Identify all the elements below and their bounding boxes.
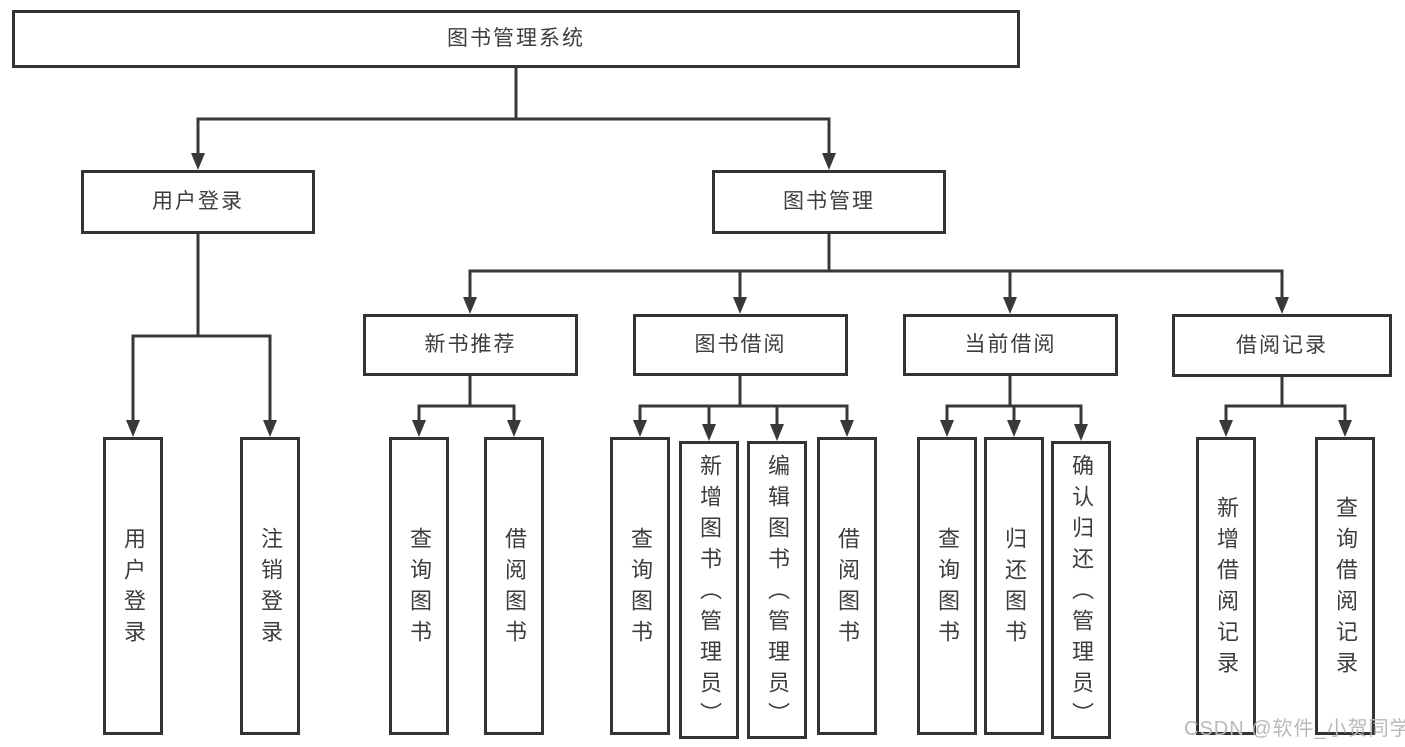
connector-lines xyxy=(131,68,1347,427)
connector-root-to-level2 xyxy=(196,68,831,156)
node-leaf-user-login: 用户登录 xyxy=(103,437,163,735)
node-current-borrow: 当前借阅 xyxy=(903,314,1118,376)
node-user-login: 用户登录 xyxy=(81,170,315,234)
connector-bookborrow-to-leaves xyxy=(638,376,849,427)
node-book-management: 图书管理 xyxy=(712,170,946,234)
connector-bookmgmt-to-level3 xyxy=(468,234,1284,300)
node-leaf-current-return: 归还图书 xyxy=(984,437,1044,735)
node-root: 图书管理系统 xyxy=(12,10,1020,68)
watermark: CSDN @软件_小贺同学 xyxy=(1184,718,1405,740)
node-leaf-borrow-add: 新增图书（管理员） xyxy=(679,441,739,739)
node-new-book-recommend: 新书推荐 xyxy=(363,314,578,376)
node-leaf-borrow-query: 查询图书 xyxy=(610,437,670,735)
node-book-borrow: 图书借阅 xyxy=(633,314,848,376)
connector-userlogin-to-leaves xyxy=(131,234,272,423)
connector-records-to-leaves xyxy=(1224,377,1347,423)
node-leaf-newbook-borrow: 借阅图书 xyxy=(484,437,544,735)
connector-currentborrow-to-leaves xyxy=(945,376,1083,427)
node-leaf-logout: 注销登录 xyxy=(240,437,300,735)
node-leaf-record-query: 查询借阅记录 xyxy=(1315,437,1375,735)
node-leaf-current-confirm: 确认归还（管理员） xyxy=(1051,441,1111,739)
node-leaf-record-add: 新增借阅记录 xyxy=(1196,437,1256,735)
node-leaf-borrow-edit: 编辑图书（管理员） xyxy=(747,441,807,739)
node-leaf-borrow-borrow: 借阅图书 xyxy=(817,437,877,735)
node-borrow-records: 借阅记录 xyxy=(1172,314,1392,377)
node-leaf-current-query: 查询图书 xyxy=(917,437,977,735)
node-leaf-newbook-query: 查询图书 xyxy=(389,437,449,735)
connector-newbook-to-leaves xyxy=(417,376,516,423)
arrowheads xyxy=(126,153,1352,441)
